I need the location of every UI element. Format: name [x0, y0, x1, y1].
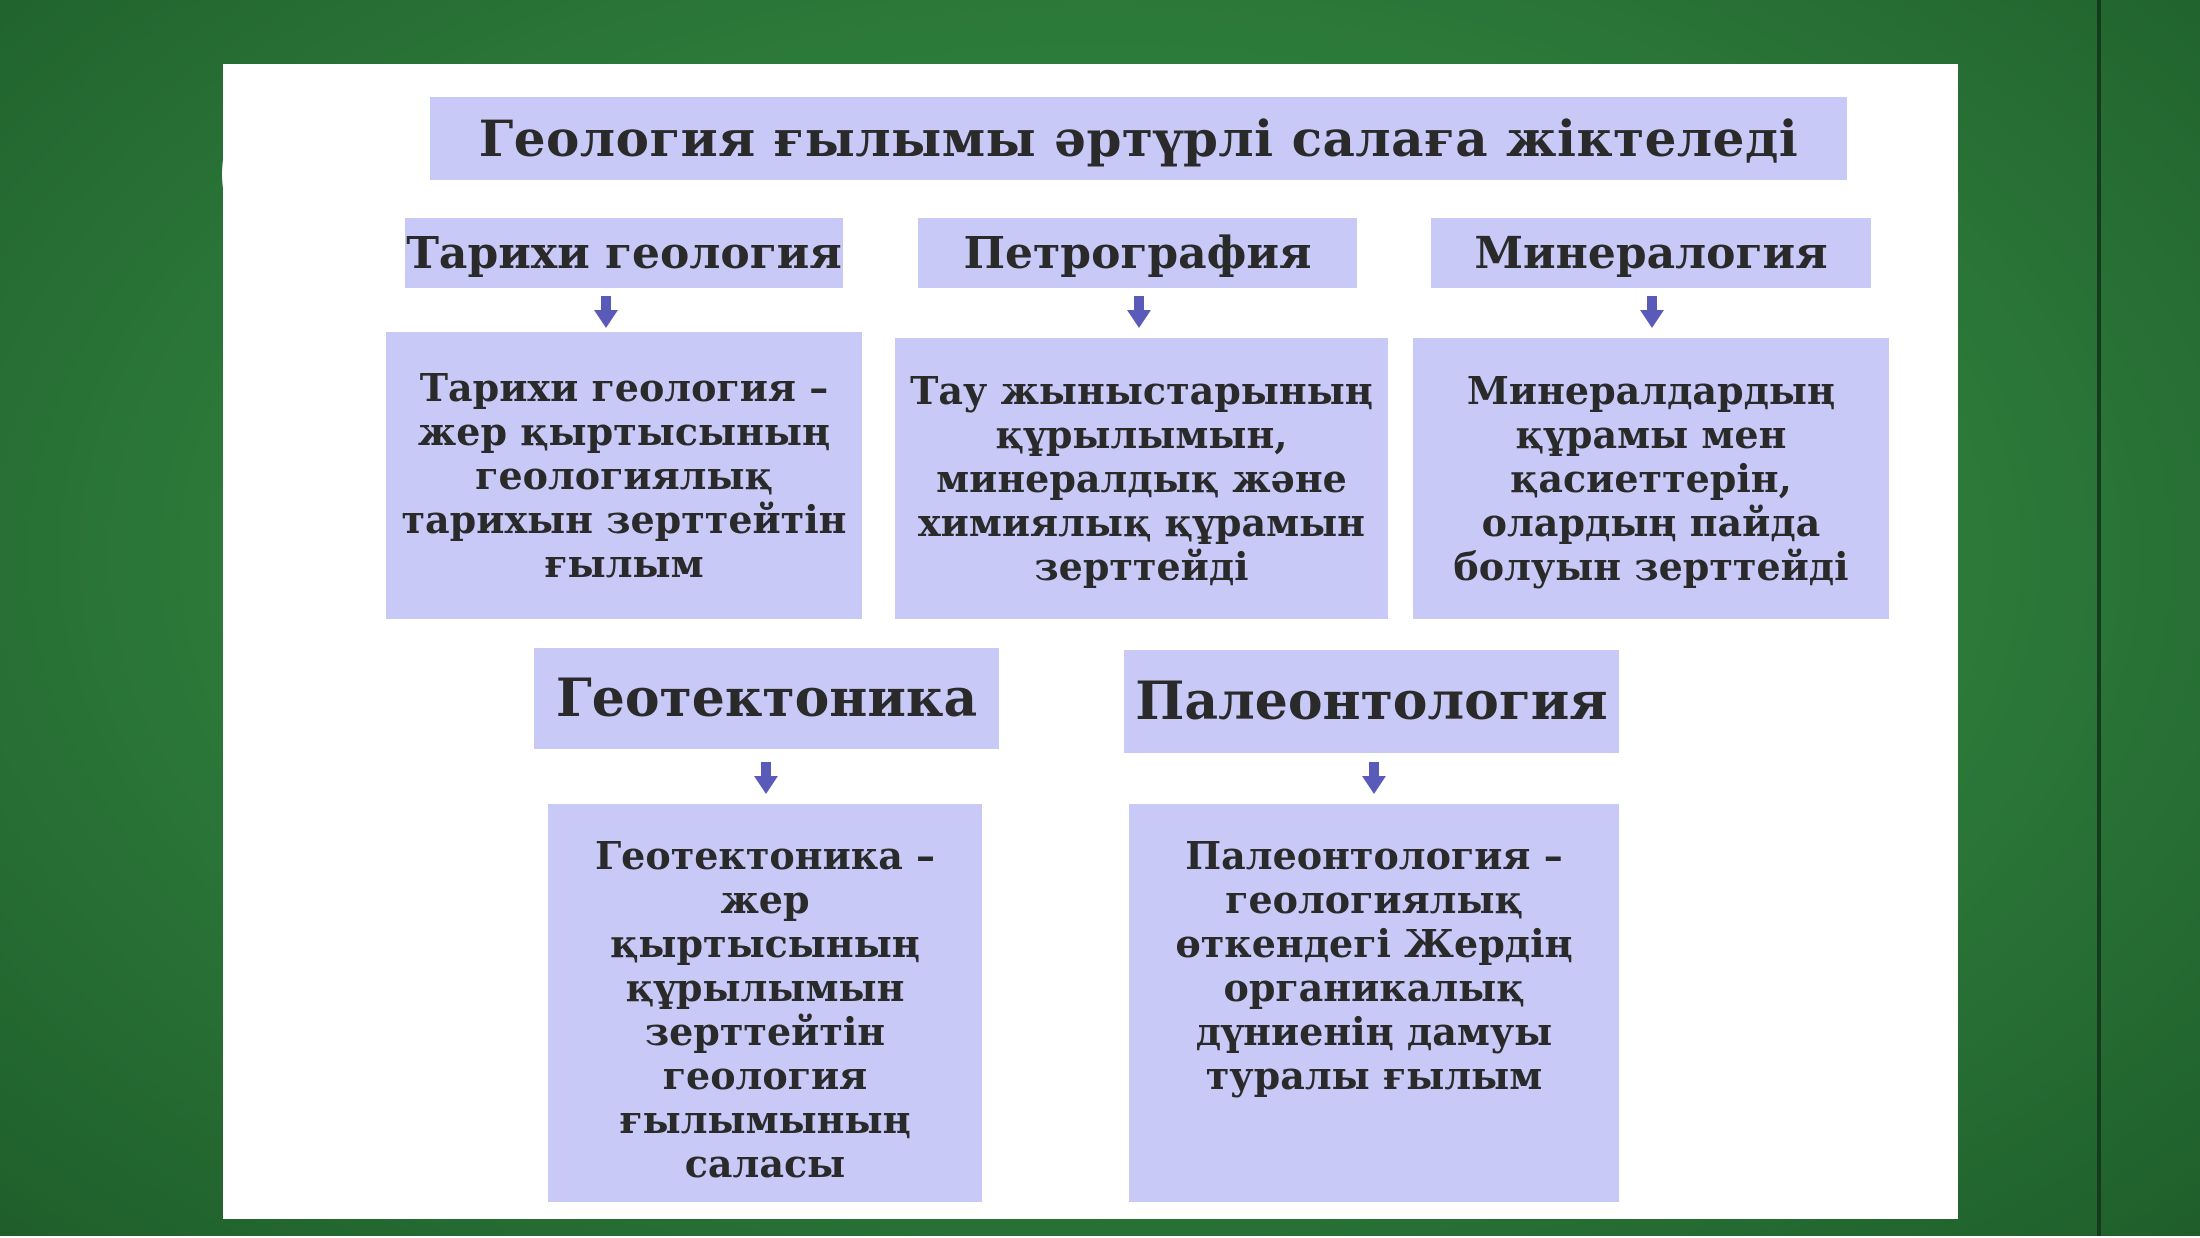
branch-description-mineralogy: Минералдардың құрамы мен қасиеттерін, ол… — [1413, 338, 1889, 619]
branch-description-text: Минералдардың құрамы мен қасиеттерін, ол… — [1453, 367, 1849, 589]
right-edge-strip — [2097, 0, 2101, 1238]
diagram-title: Геология ғылымы әртүрлі салаға жіктеледі — [430, 97, 1847, 180]
branch-description-historical-geology: Тарихи геология – жер қыртысының геологи… — [386, 332, 862, 619]
down-arrow-icon — [594, 296, 618, 330]
down-arrow-icon — [754, 762, 778, 796]
down-arrow-icon — [1640, 296, 1664, 330]
branch-header-paleontology: Палеонтология — [1124, 650, 1619, 753]
white-blob — [222, 74, 427, 274]
branch-description-petrography: Тау жыныстарының құрылымын, минералдық ж… — [895, 338, 1388, 619]
branch-description-text: Геотектоника – жер қыртысының құрылымын … — [594, 833, 936, 1186]
branch-header-text: Палеонтология — [1135, 671, 1608, 732]
bottom-edge — [0, 1236, 2200, 1238]
down-arrow-icon — [1362, 762, 1386, 796]
branch-description-text: Палеонтология – геологиялық өткендегі Же… — [1175, 833, 1573, 1098]
branch-header-historical-geology: Тарихи геология — [405, 218, 843, 288]
diagram-title-text: Геология ғылымы әртүрлі салаға жіктеледі — [478, 109, 1799, 168]
branch-header-text: Геотектоника — [555, 668, 978, 729]
branch-description-text: Тарихи геология – жер қыртысының геологи… — [401, 364, 847, 586]
branch-header-text: Петрография — [963, 227, 1312, 279]
branch-header-geotectonics: Геотектоника — [534, 648, 999, 749]
branch-description-geotectonics: Геотектоника – жер қыртысының құрылымын … — [548, 804, 982, 1202]
down-arrow-icon — [1127, 296, 1151, 330]
branch-header-text: Минералогия — [1474, 227, 1828, 279]
branch-header-mineralogy: Минералогия — [1431, 218, 1871, 288]
branch-header-petrography: Петрография — [918, 218, 1357, 288]
branch-description-text: Тау жыныстарының құрылымын, минералдық ж… — [910, 367, 1373, 589]
branch-header-text: Тарихи геология — [406, 227, 842, 279]
branch-description-paleontology: Палеонтология – геологиялық өткендегі Же… — [1129, 804, 1619, 1202]
